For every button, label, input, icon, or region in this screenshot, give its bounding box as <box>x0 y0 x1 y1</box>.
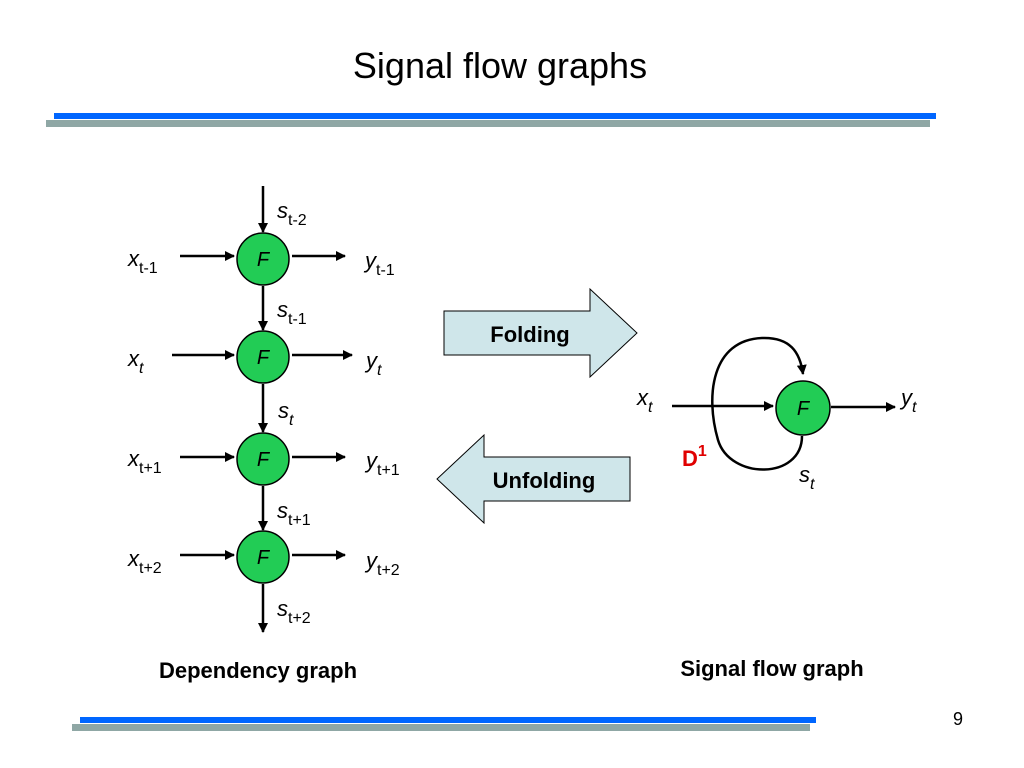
slide-title: Signal flow graphs <box>353 45 647 86</box>
input-label: xt <box>127 346 144 377</box>
delay-label: D1 <box>682 443 707 471</box>
input-label: xt+1 <box>127 446 162 477</box>
input-label: xt <box>636 385 653 416</box>
state-label: st <box>278 398 294 429</box>
unfolding-label: Unfolding <box>493 468 596 493</box>
function-node <box>775 380 831 436</box>
state-label: st+1 <box>277 498 311 529</box>
feedback-loop-edge <box>711 336 807 471</box>
signal-flow-graph: F xt yt st D1 Signal flow graph <box>636 336 917 681</box>
state-label: st+2 <box>277 596 311 627</box>
unfolding-arrow: Unfolding <box>436 433 631 525</box>
dependency-graph-caption: Dependency graph <box>159 658 357 683</box>
output-label: yt+1 <box>364 448 400 479</box>
dependency-row-3: F xt+1 yt+1 st+1 <box>127 432 400 529</box>
folding-arrow: Folding <box>443 287 638 379</box>
page-number: 9 <box>953 709 963 729</box>
state-label-top: st-2 <box>277 198 307 229</box>
dependency-row-1: F xt-1 yt-1 st-1 <box>127 232 395 328</box>
output-label: yt <box>364 348 382 379</box>
top-rule <box>46 113 936 127</box>
input-label: xt-1 <box>127 246 158 277</box>
output-label: yt+2 <box>364 548 400 579</box>
function-node-label: F <box>257 449 271 471</box>
folding-label: Folding <box>490 322 569 347</box>
dependency-row-2: F xt yt st <box>127 330 382 429</box>
output-label: yt <box>899 385 917 416</box>
function-node-label: F <box>797 398 811 420</box>
signal-flow-graph-caption: Signal flow graph <box>680 656 863 681</box>
function-node-label: F <box>257 347 271 369</box>
dependency-row-4: F xt+2 yt+2 st+2 <box>127 530 400 627</box>
state-label: st-1 <box>277 297 307 328</box>
function-node <box>236 432 290 486</box>
function-node-label: F <box>257 249 271 271</box>
function-node <box>236 232 290 286</box>
output-label: yt-1 <box>363 248 395 279</box>
input-label: xt+2 <box>127 546 162 577</box>
function-node <box>236 330 290 384</box>
function-node-label: F <box>257 547 271 569</box>
state-label: st <box>799 462 815 493</box>
dependency-graph: st-2 F xt-1 yt-1 st-1 F xt yt st F <box>127 186 400 683</box>
bottom-rule <box>72 717 816 731</box>
function-node <box>236 530 290 584</box>
